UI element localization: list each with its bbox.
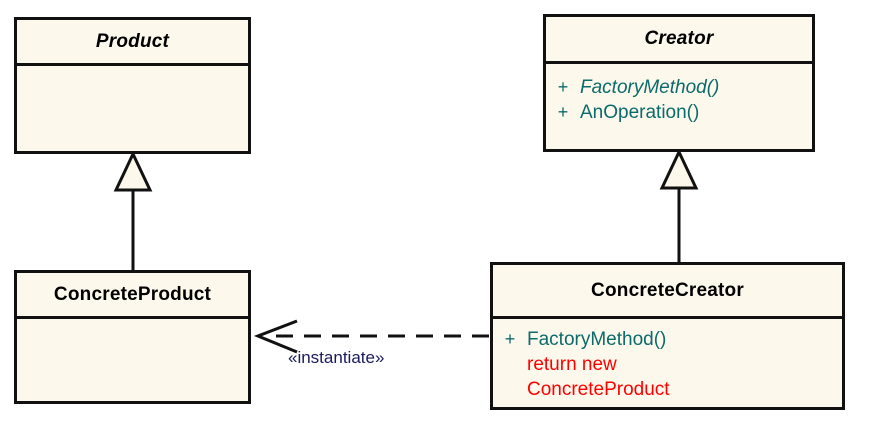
class-name-creator: Creator: [644, 28, 714, 49]
compartment-divider-creator: [546, 61, 812, 64]
member-visibility-icon: +: [557, 102, 569, 123]
uml-class-creator[interactable]: Creator + FactoryMethod() + AnOperation(…: [543, 14, 815, 152]
generalization-arrowhead-right: [659, 148, 699, 190]
members-compartment-concretecreator: + FactoryMethod() return new ConcretePro…: [493, 319, 842, 407]
members-compartment-creator: + FactoryMethod() + AnOperation(): [546, 64, 812, 149]
compartment-divider-product: [17, 63, 248, 66]
compartment-divider-concreteproduct: [17, 316, 248, 319]
member-signature: FactoryMethod(): [580, 77, 720, 98]
class-name-concreteproduct: ConcreteProduct: [53, 283, 212, 305]
generalization-arrowhead-left: [113, 150, 153, 192]
member-row[interactable]: + FactoryMethod(): [546, 75, 812, 100]
members-compartment-product: [17, 66, 248, 151]
generalization-concretecreator-to-creator: [659, 148, 699, 262]
dependency-stereotype-label: «instantiate»: [288, 348, 385, 367]
member-row[interactable]: + AnOperation(): [546, 100, 812, 125]
member-note-row: return new: [493, 352, 842, 377]
members-compartment-concreteproduct: [17, 319, 248, 401]
member-signature: AnOperation(): [580, 102, 700, 124]
member-visibility-icon: +: [504, 329, 516, 349]
generalization-concreteproduct-to-product: [113, 150, 153, 270]
compartment-divider-concretecreator: [493, 316, 842, 319]
uml-class-concreteproduct[interactable]: ConcreteProduct: [14, 270, 251, 404]
implementation-note-line: return new: [527, 354, 617, 376]
uml-class-concretecreator[interactable]: ConcreteCreator + FactoryMethod() return…: [490, 262, 845, 410]
uml-class-product[interactable]: Product: [14, 17, 251, 154]
member-signature: FactoryMethod(): [527, 329, 667, 350]
member-row[interactable]: + FactoryMethod(): [493, 327, 842, 352]
implementation-note-line: ConcreteProduct: [527, 379, 670, 401]
class-name-concretecreator: ConcreteCreator: [591, 279, 744, 301]
member-note-row: ConcreteProduct: [493, 377, 842, 402]
class-name-product: Product: [95, 30, 170, 52]
member-visibility-icon: +: [557, 77, 569, 97]
